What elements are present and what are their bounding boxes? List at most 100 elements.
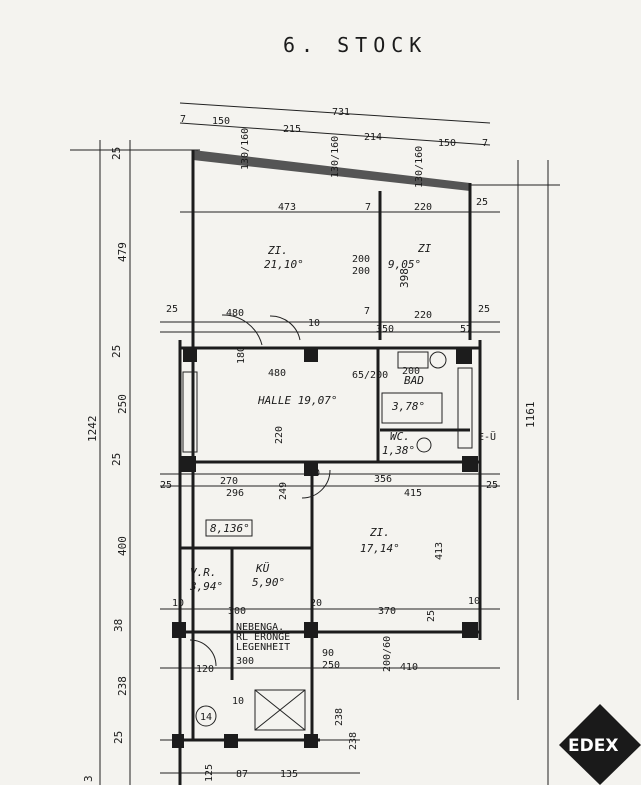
dim: 220	[274, 426, 285, 444]
room-area: 21,10°	[264, 258, 304, 271]
vdim: 25	[110, 147, 123, 160]
vdim: 1242	[86, 416, 99, 443]
left-dimension-labels: 25 479 1242 25 250 25 400 38 238 25 3	[82, 147, 129, 782]
vertical-dimension-lines	[99, 140, 549, 785]
vdim: 250	[116, 394, 129, 414]
dim: 120	[196, 664, 214, 675]
dim: 238	[334, 708, 345, 726]
dim: 7	[365, 202, 371, 213]
dim: 350	[376, 324, 394, 335]
vdim: 3	[82, 775, 95, 782]
vdim: 1161	[524, 402, 537, 429]
vdim: 38	[112, 619, 125, 632]
room-area: 9,05°	[388, 258, 421, 271]
dim: 413	[434, 542, 445, 560]
dim: 25	[478, 304, 490, 315]
stair-block	[254, 689, 306, 731]
dim: 480	[268, 368, 286, 379]
dim: 200	[352, 266, 370, 277]
vdim: 398	[398, 268, 411, 288]
logo-text: EDEX	[568, 736, 618, 756]
area-box	[205, 519, 253, 537]
room-name: ZI.	[369, 526, 390, 539]
dim: 65/200	[352, 370, 388, 381]
window-dim: 130/160	[330, 136, 341, 178]
dim-seg: 215	[283, 124, 301, 135]
dim: 57	[460, 324, 472, 335]
dim: 25	[166, 304, 178, 315]
dim: 25	[476, 197, 488, 208]
dim: 7	[364, 306, 370, 317]
dim: 296	[226, 488, 244, 499]
dim-seg: 150	[438, 138, 456, 149]
vdim: 400	[116, 536, 129, 556]
boxed-area: 8,136°	[210, 522, 250, 535]
dim: 25	[426, 610, 437, 622]
dim: 270	[220, 476, 238, 487]
dim: 238	[348, 732, 359, 750]
door-swing	[269, 315, 301, 341]
wc-icon	[416, 437, 432, 453]
room-name: ZI	[417, 242, 432, 255]
vdim: 479	[116, 242, 129, 262]
dim: 200/60	[382, 636, 393, 672]
room-area: 3,94°	[189, 580, 223, 593]
dim: 180	[236, 346, 247, 364]
dim: 10	[308, 318, 320, 329]
dim: 10	[308, 468, 320, 479]
dim: 90	[322, 648, 334, 659]
room-name: WC.	[390, 430, 410, 443]
dim-seg: 150	[212, 116, 230, 127]
room-name: V.R.	[190, 566, 217, 579]
plan-title: 6. STOCK	[283, 33, 427, 57]
dim: 10	[468, 596, 480, 607]
dim: 25	[486, 480, 498, 491]
mid-dimension-labels: 25 270 296 249 10 356 415 25 220 413 10 …	[160, 426, 498, 782]
dim: 87	[236, 769, 248, 780]
dim: 480	[226, 308, 244, 319]
door-swing	[189, 639, 217, 667]
dim: 220	[414, 310, 432, 321]
edex-logo: EDEX	[559, 704, 641, 785]
door-swing	[301, 469, 331, 499]
dim-total: 731	[332, 107, 350, 118]
fixtures	[182, 314, 473, 731]
room-name: ZI.	[267, 244, 288, 257]
room-halle: HALLE 19,07°	[257, 394, 337, 407]
door-swing	[221, 314, 263, 346]
dim: 10	[232, 696, 244, 707]
dim: 20	[310, 598, 322, 609]
vdim: 25	[110, 345, 123, 358]
wardrobe	[182, 371, 198, 453]
dim: 200	[352, 254, 370, 265]
shaft	[457, 367, 473, 449]
room-area: 1,38°	[382, 444, 415, 457]
room-area: 3,78°	[391, 400, 425, 413]
window-dim: 130/160	[240, 128, 251, 170]
dim: 415	[404, 488, 422, 499]
toilet-icon	[429, 351, 447, 369]
stair-label: 14	[200, 712, 212, 723]
right-dimension-labels: 1161 398 E-Ü	[398, 268, 537, 443]
room-area: 17,14°	[360, 542, 400, 555]
dim: 200	[402, 366, 420, 377]
room-labels: ZI. 21,10° ZI 9,05° 200 200 HALLE 19,07°…	[189, 242, 432, 723]
walls	[172, 150, 482, 785]
dim-seg: 214	[364, 132, 382, 143]
dim-seg: 7	[482, 138, 488, 149]
dim: 473	[278, 202, 296, 213]
dim: 10	[172, 598, 184, 609]
room-name: KÜ	[255, 562, 270, 575]
room-note: LEGENHEIT	[236, 642, 290, 653]
dim: 356	[374, 474, 392, 485]
vdim: 238	[116, 676, 129, 696]
top-dimension-labels: 731 7 150 215 214 150 7 130/160 130/160 …	[166, 107, 490, 381]
dim: 370	[378, 606, 396, 617]
wash-basin	[397, 351, 429, 369]
room-name: BAD	[404, 374, 424, 387]
dim: 410	[400, 662, 418, 673]
dim: 125	[204, 764, 215, 782]
label-eu: E-Ü	[478, 430, 496, 443]
